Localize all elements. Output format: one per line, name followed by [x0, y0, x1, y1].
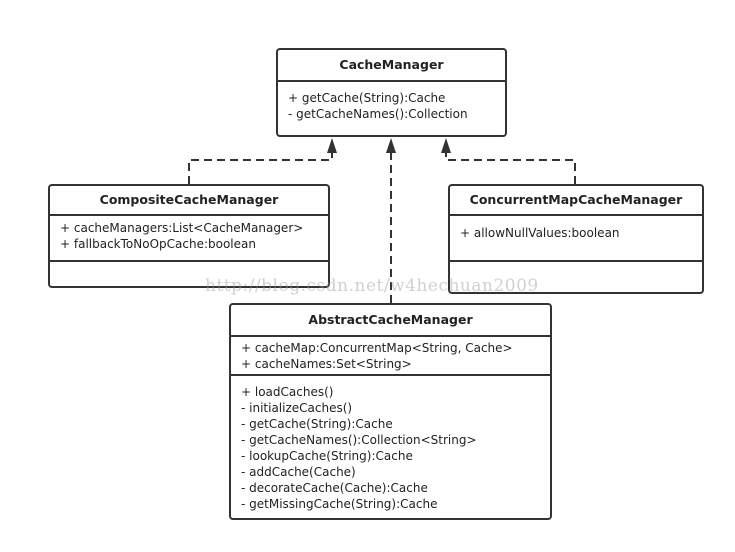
methods: + getCache(String):Cache - getCacheNames…	[278, 82, 505, 122]
methods: + loadCaches() - initializeCaches() - ge…	[231, 374, 550, 512]
class-composite-cache-manager: CompositeCacheManager + cacheManagers:Li…	[48, 184, 330, 288]
class-name: CacheManager	[278, 50, 505, 82]
watermark: http://blog.csdn.net/w4hechuan2009	[205, 276, 539, 296]
method: - getCacheNames():Collection	[288, 107, 468, 121]
method: - getCache(String):Cache	[241, 417, 393, 431]
attributes: + cacheMap:ConcurrentMap<String, Cache> …	[231, 337, 550, 374]
arrowhead-icon	[386, 138, 396, 153]
arrowhead-icon	[441, 138, 451, 153]
attribute: + fallbackToNoOpCache:boolean	[60, 237, 256, 251]
class-concurrent-map-cache-manager: ConcurrentMapCacheManager + allowNullVal…	[448, 184, 704, 294]
methods	[50, 260, 328, 262]
attribute: + cacheManagers:List<CacheManager>	[60, 221, 304, 235]
attributes: + cacheManagers:List<CacheManager> + fal…	[50, 216, 328, 260]
class-name: ConcurrentMapCacheManager	[450, 186, 702, 216]
attribute: + cacheNames:Set<String>	[241, 357, 412, 371]
method: - getMissingCache(String):Cache	[241, 497, 438, 511]
class-cache-manager: CacheManager + getCache(String):Cache - …	[276, 48, 507, 137]
realization-composite	[188, 152, 333, 184]
class-name: CompositeCacheManager	[50, 186, 328, 216]
arrowhead-icon	[327, 138, 337, 153]
method: - lookupCache(String):Cache	[241, 449, 413, 463]
method: - initializeCaches()	[241, 401, 353, 415]
method: + loadCaches()	[241, 385, 334, 399]
realization-concurrent	[445, 152, 576, 184]
attribute: + cacheMap:ConcurrentMap<String, Cache>	[241, 341, 513, 355]
class-name: AbstractCacheManager	[231, 305, 550, 337]
method: + getCache(String):Cache	[288, 91, 446, 105]
method: - decorateCache(Cache):Cache	[241, 481, 428, 495]
attributes: + allowNullValues:boolean	[450, 216, 702, 260]
attribute: + allowNullValues:boolean	[460, 226, 620, 240]
method: - getCacheNames():Collection<String>	[241, 433, 477, 447]
method: - addCache(Cache)	[241, 465, 356, 479]
methods	[450, 260, 702, 262]
class-abstract-cache-manager: AbstractCacheManager + cacheMap:Concurre…	[229, 303, 552, 520]
